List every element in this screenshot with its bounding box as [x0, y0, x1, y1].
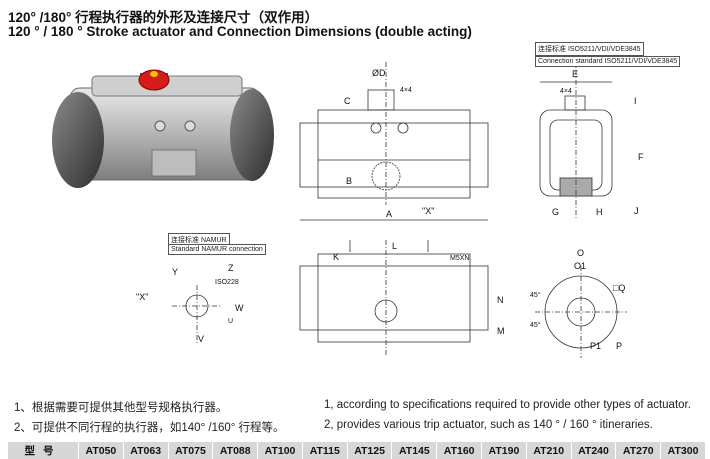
model-header-label: 型号 [8, 442, 79, 459]
dim-v: V [198, 334, 204, 344]
model-table-header: 型号 AT050 AT063 AT075 AT088 AT100 AT115 A… [8, 442, 706, 459]
dim-l: L [392, 241, 397, 251]
dim-e: E [572, 69, 578, 79]
dim-q: □Q [613, 283, 625, 293]
dim-z: Z [228, 263, 234, 273]
dim-45-a: 45° [530, 291, 541, 299]
model-cell: AT190 [482, 442, 527, 459]
standard-label-cn: 连接标准 ISO5211/VDI/VDE3845 [535, 42, 644, 56]
flange-view-drawing [535, 266, 627, 358]
actuator-photo [52, 69, 274, 188]
model-cell: AT100 [258, 442, 303, 459]
dim-h: H [596, 207, 603, 217]
dim-k: K [333, 252, 339, 262]
dim-u: U [228, 318, 233, 325]
dim-od: ØD [372, 68, 386, 78]
model-cell: AT050 [79, 442, 124, 459]
dim-m: M [497, 326, 505, 336]
note-cn-2: 2、可提供不同行程的执行器，如140° /160° 行程等。 [14, 422, 285, 434]
dim-4x4-b: 4×4 [560, 88, 572, 95]
dim-y: Y [172, 267, 178, 277]
note-cn-1: 1、根据需要可提供其他型号规格执行器。 [14, 402, 228, 414]
dim-g: G [552, 207, 559, 217]
side-view-drawing [539, 60, 613, 220]
standard-label-en: Connection standard ISO5211/VDI/VDE3845 [535, 56, 681, 67]
dim-p: P [616, 341, 622, 351]
dim-4x4-a: 4×4 [400, 87, 412, 94]
note-en-1: 1, according to specifications required … [324, 399, 691, 411]
dim-x-label: "X" [422, 206, 434, 216]
dim-b: B [346, 176, 352, 186]
model-cell: AT075 [169, 442, 214, 459]
dim-o: O [577, 248, 584, 258]
bottom-view-drawing [299, 240, 489, 355]
dim-n: N [497, 295, 504, 305]
technical-drawing: ØD 4×4 C B A "X" E 4×4 I F J G H Y Z ISO… [52, 60, 644, 358]
dim-c: C [344, 96, 351, 106]
dim-j: J [634, 206, 639, 216]
note-en-2: 2, provides various trip actuator, such … [324, 419, 653, 431]
dim-45-b: 45° [530, 321, 541, 329]
model-cell: AT300 [661, 442, 706, 459]
dim-x-detail: "X" [136, 292, 148, 302]
dim-f: F [638, 152, 644, 162]
dim-w: W [235, 303, 244, 313]
model-cell: AT160 [437, 442, 483, 459]
model-cell: AT210 [527, 442, 572, 459]
dim-o1: O1 [574, 261, 586, 271]
model-cell: AT088 [213, 442, 259, 459]
namur-detail-drawing [172, 285, 222, 345]
dim-p1: P1 [590, 341, 601, 351]
dim-a: A [386, 209, 392, 219]
dim-i: I [634, 96, 637, 106]
model-cell: AT240 [572, 442, 617, 459]
title-english: 120 ° / 180 ° Stroke actuator and Connec… [8, 24, 472, 39]
dim-m5xn: M5XN [450, 255, 469, 262]
front-view-drawing [299, 62, 489, 221]
model-cell: AT145 [392, 442, 438, 459]
model-cell: AT270 [616, 442, 662, 459]
title-chinese: 120° /180° 行程执行器的外形及连接尺寸（双作用） [8, 10, 319, 25]
model-cell: AT063 [124, 442, 169, 459]
model-cell: AT125 [348, 442, 393, 459]
namur-label-en: Standard NAMUR connection [168, 244, 266, 255]
dim-iso228: ISO228 [215, 279, 239, 286]
model-cell: AT115 [303, 442, 348, 459]
